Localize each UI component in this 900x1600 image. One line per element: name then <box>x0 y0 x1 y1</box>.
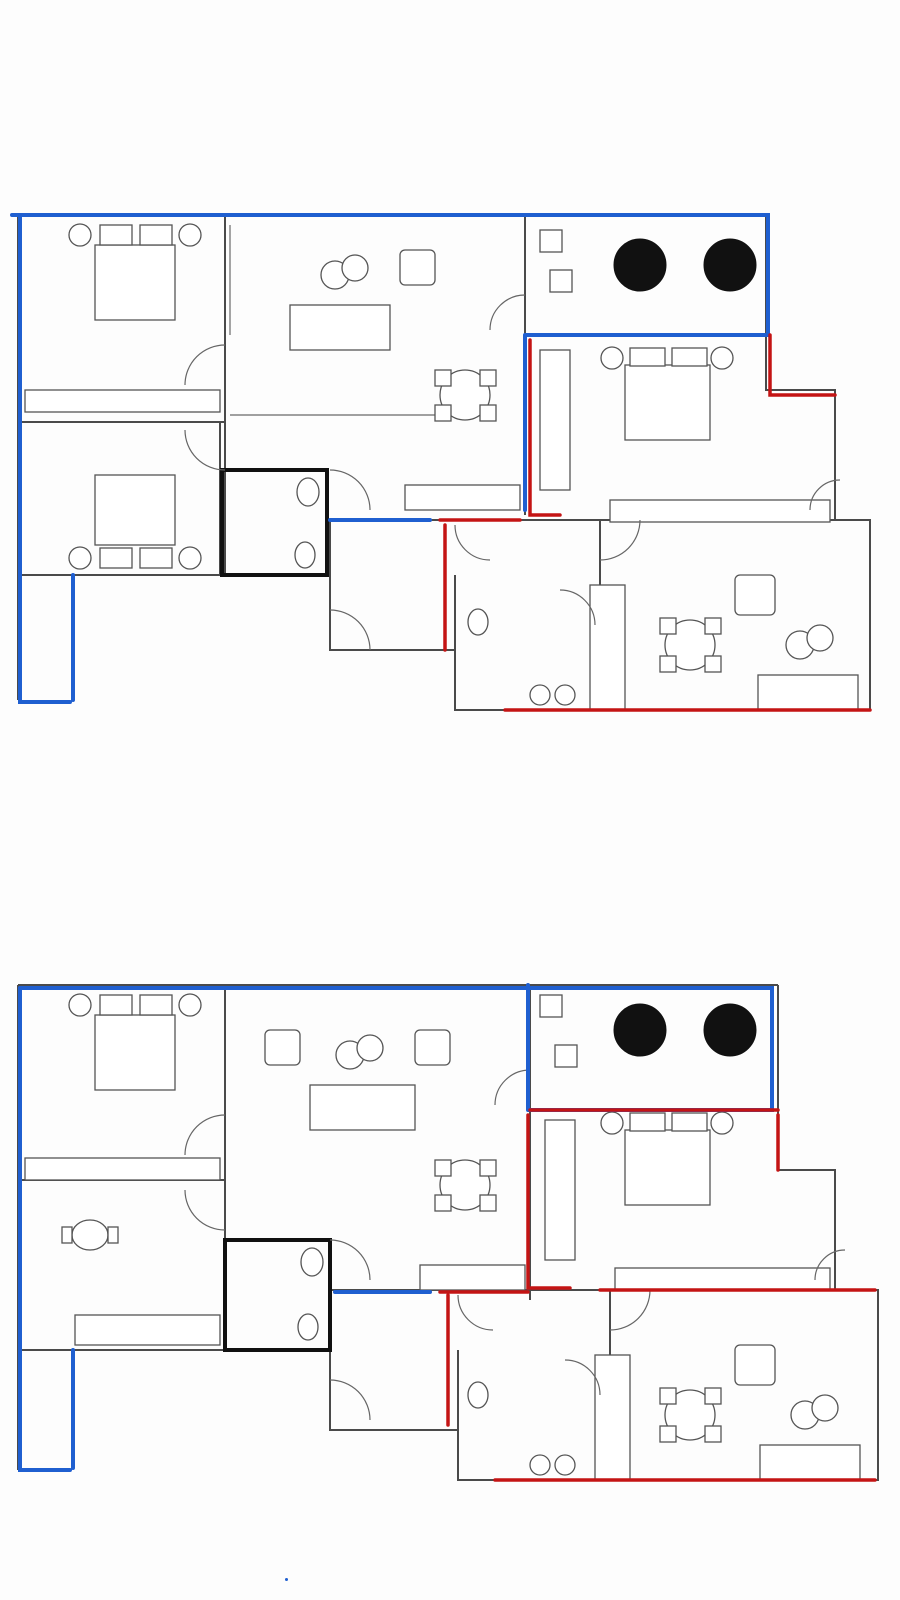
desk <box>614 1267 831 1291</box>
balcony-lounge-chairs <box>539 229 757 293</box>
dining-table-icon <box>659 617 722 673</box>
armchair-icon <box>734 1344 776 1386</box>
doors <box>184 294 841 651</box>
toilet-icon <box>294 477 489 636</box>
desk <box>24 1157 221 1181</box>
floor-plan-bottom <box>17 983 879 1482</box>
red-wall-highlights <box>438 333 872 712</box>
floor-plan-top <box>10 213 872 712</box>
dining-table-icon <box>434 369 497 422</box>
armchair-icon <box>399 249 436 286</box>
kitchen-counter <box>404 484 521 511</box>
bedroom-3-bed <box>600 346 734 441</box>
sink-icon <box>529 684 576 706</box>
coffee-table <box>790 1394 839 1430</box>
doors <box>184 1069 846 1421</box>
sofa-icon <box>289 304 391 351</box>
armchair-icon <box>264 1029 301 1066</box>
bathroom-outline <box>223 1238 332 1352</box>
blue-dot-marker <box>285 1578 288 1581</box>
bedroom-2-bed <box>68 474 202 570</box>
coffee-table <box>785 624 834 660</box>
coffee-table <box>335 1034 384 1070</box>
kitchen-counter <box>74 1314 221 1346</box>
toilet-icon <box>297 1247 489 1409</box>
bedroom-1-bed <box>68 993 202 1091</box>
dining-table-icon <box>659 1387 722 1443</box>
red-wall-highlights <box>438 1108 877 1482</box>
bedroom-1-bed <box>68 223 202 321</box>
bathroom-outline <box>220 468 329 577</box>
armchair-icon <box>734 574 776 616</box>
bedroom-3-bed <box>600 1111 734 1206</box>
sofa-icon <box>757 674 859 711</box>
sink-icon <box>529 1454 576 1476</box>
blue-wall-highlights <box>10 213 770 704</box>
coffee-table <box>320 254 369 290</box>
balcony-lounge-chairs <box>539 994 757 1068</box>
desk <box>24 389 221 413</box>
kitchen-counter <box>589 584 626 711</box>
kitchen-counter <box>594 1354 631 1481</box>
sofa-icon <box>759 1444 861 1481</box>
dining-table-icon <box>61 1219 119 1251</box>
armchair-icon <box>414 1029 451 1066</box>
wardrobe <box>544 1119 576 1261</box>
wardrobe <box>539 349 571 491</box>
dining-table-icon <box>434 1159 497 1212</box>
desk <box>609 499 831 523</box>
kitchen-counter <box>419 1264 526 1291</box>
sofa-icon <box>309 1084 416 1131</box>
